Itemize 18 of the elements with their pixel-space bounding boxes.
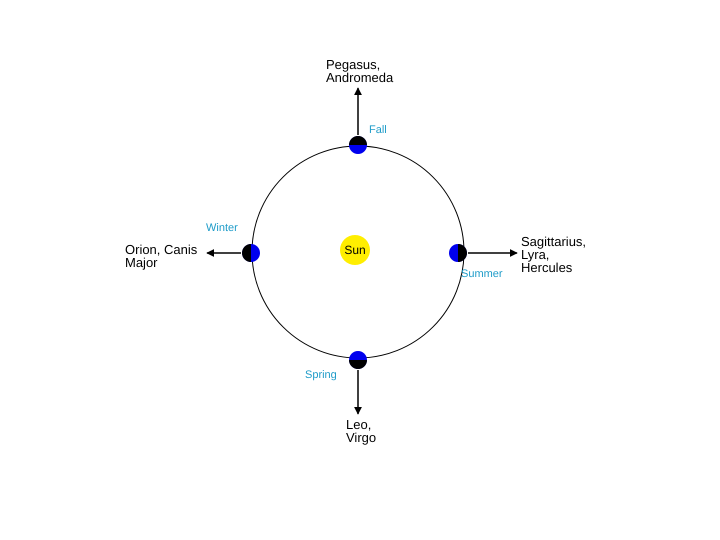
earth-symbol	[449, 244, 467, 262]
arrow	[468, 249, 518, 257]
season-label: Spring	[305, 369, 337, 381]
arrow	[354, 370, 362, 415]
earth-symbol	[242, 244, 260, 262]
season-label: Summer	[461, 268, 503, 280]
constellation-label: Leo, Virgo	[346, 418, 396, 444]
season-label: Winter	[206, 222, 238, 234]
earth-symbol	[349, 351, 367, 369]
earth-symbol	[349, 136, 367, 154]
season-label: Fall	[369, 124, 387, 136]
sun-label: Sun	[344, 244, 366, 256]
arrow	[354, 87, 362, 135]
constellation-label: Orion, Canis Major	[125, 243, 203, 269]
constellation-label: Pegasus, Andromeda	[326, 58, 406, 84]
constellation-label: Sagittarius, Lyra, Hercules	[521, 235, 593, 274]
arrow	[206, 249, 241, 257]
sun-circle	[340, 235, 370, 265]
